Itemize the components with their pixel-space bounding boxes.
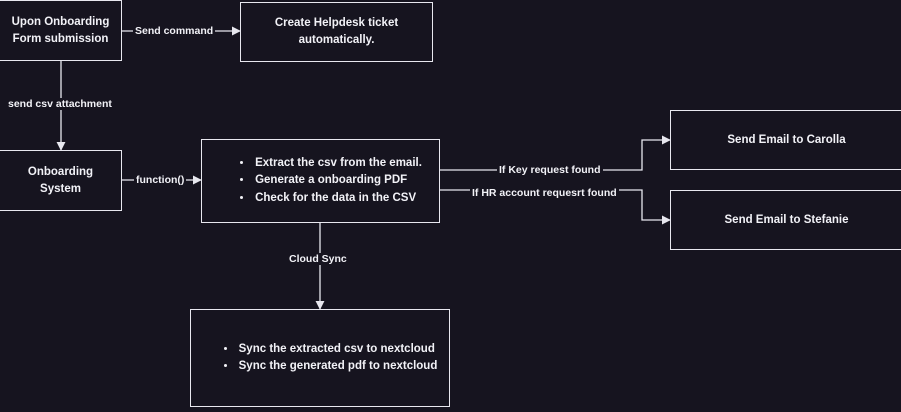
node-onboarding-form-line2: Form submission [12,32,109,45]
edge-label-function-call: function() [134,174,187,186]
list-item: Generate a onboarding PDF [253,172,422,189]
node-email-carolla-label: Send Email to Carolla [727,133,846,146]
node-email-stefanie[interactable]: Send Email to Stefanie [670,190,901,250]
node-onboarding-form-line1: Upon Onboarding [11,15,110,28]
edge-label-if-hr-account-request: If HR account requesrt found [470,187,619,199]
node-process-csv-list: Extract the csv from the email. Generate… [219,155,422,207]
list-item: Sync the generated pdf to nextcloud [237,358,438,375]
node-helpdesk-ticket-line2: automatically. [298,34,375,46]
node-helpdesk-ticket[interactable]: Create Helpdesk ticket automatically. [240,2,433,62]
edge-label-send-csv-attachment: send csv attachment [6,98,114,110]
edge-label-cloud-sync: Cloud Sync [287,253,349,265]
edge-label-if-key-request: If Key request found [497,164,603,176]
list-item: Extract the csv from the email. [253,155,422,172]
node-cloud-sync-tasks-list: Sync the extracted csv to nextcloud Sync… [203,341,438,376]
node-onboarding-form-text: Upon Onboarding Form submission [0,14,121,47]
node-onboarding-system-label: Onboarding System [27,165,94,195]
node-onboarding-form[interactable]: Upon Onboarding Form submission [0,0,122,61]
list-item: Check for the data in the CSV [253,190,422,207]
node-helpdesk-ticket-line1: Create Helpdesk ticket [274,17,399,30]
node-helpdesk-ticket-text: Create Helpdesk ticket automatically. [241,15,432,48]
node-onboarding-system[interactable]: Onboarding System [0,150,122,211]
list-item: Sync the extracted csv to nextcloud [237,341,438,358]
node-email-carolla[interactable]: Send Email to Carolla [670,110,901,170]
node-cloud-sync-tasks[interactable]: Sync the extracted csv to nextcloud Sync… [190,309,450,407]
edge-label-send-command: Send command [133,25,216,37]
node-process-csv[interactable]: Extract the csv from the email. Generate… [201,139,440,223]
node-email-stefanie-label: Send Email to Stefanie [724,213,849,226]
